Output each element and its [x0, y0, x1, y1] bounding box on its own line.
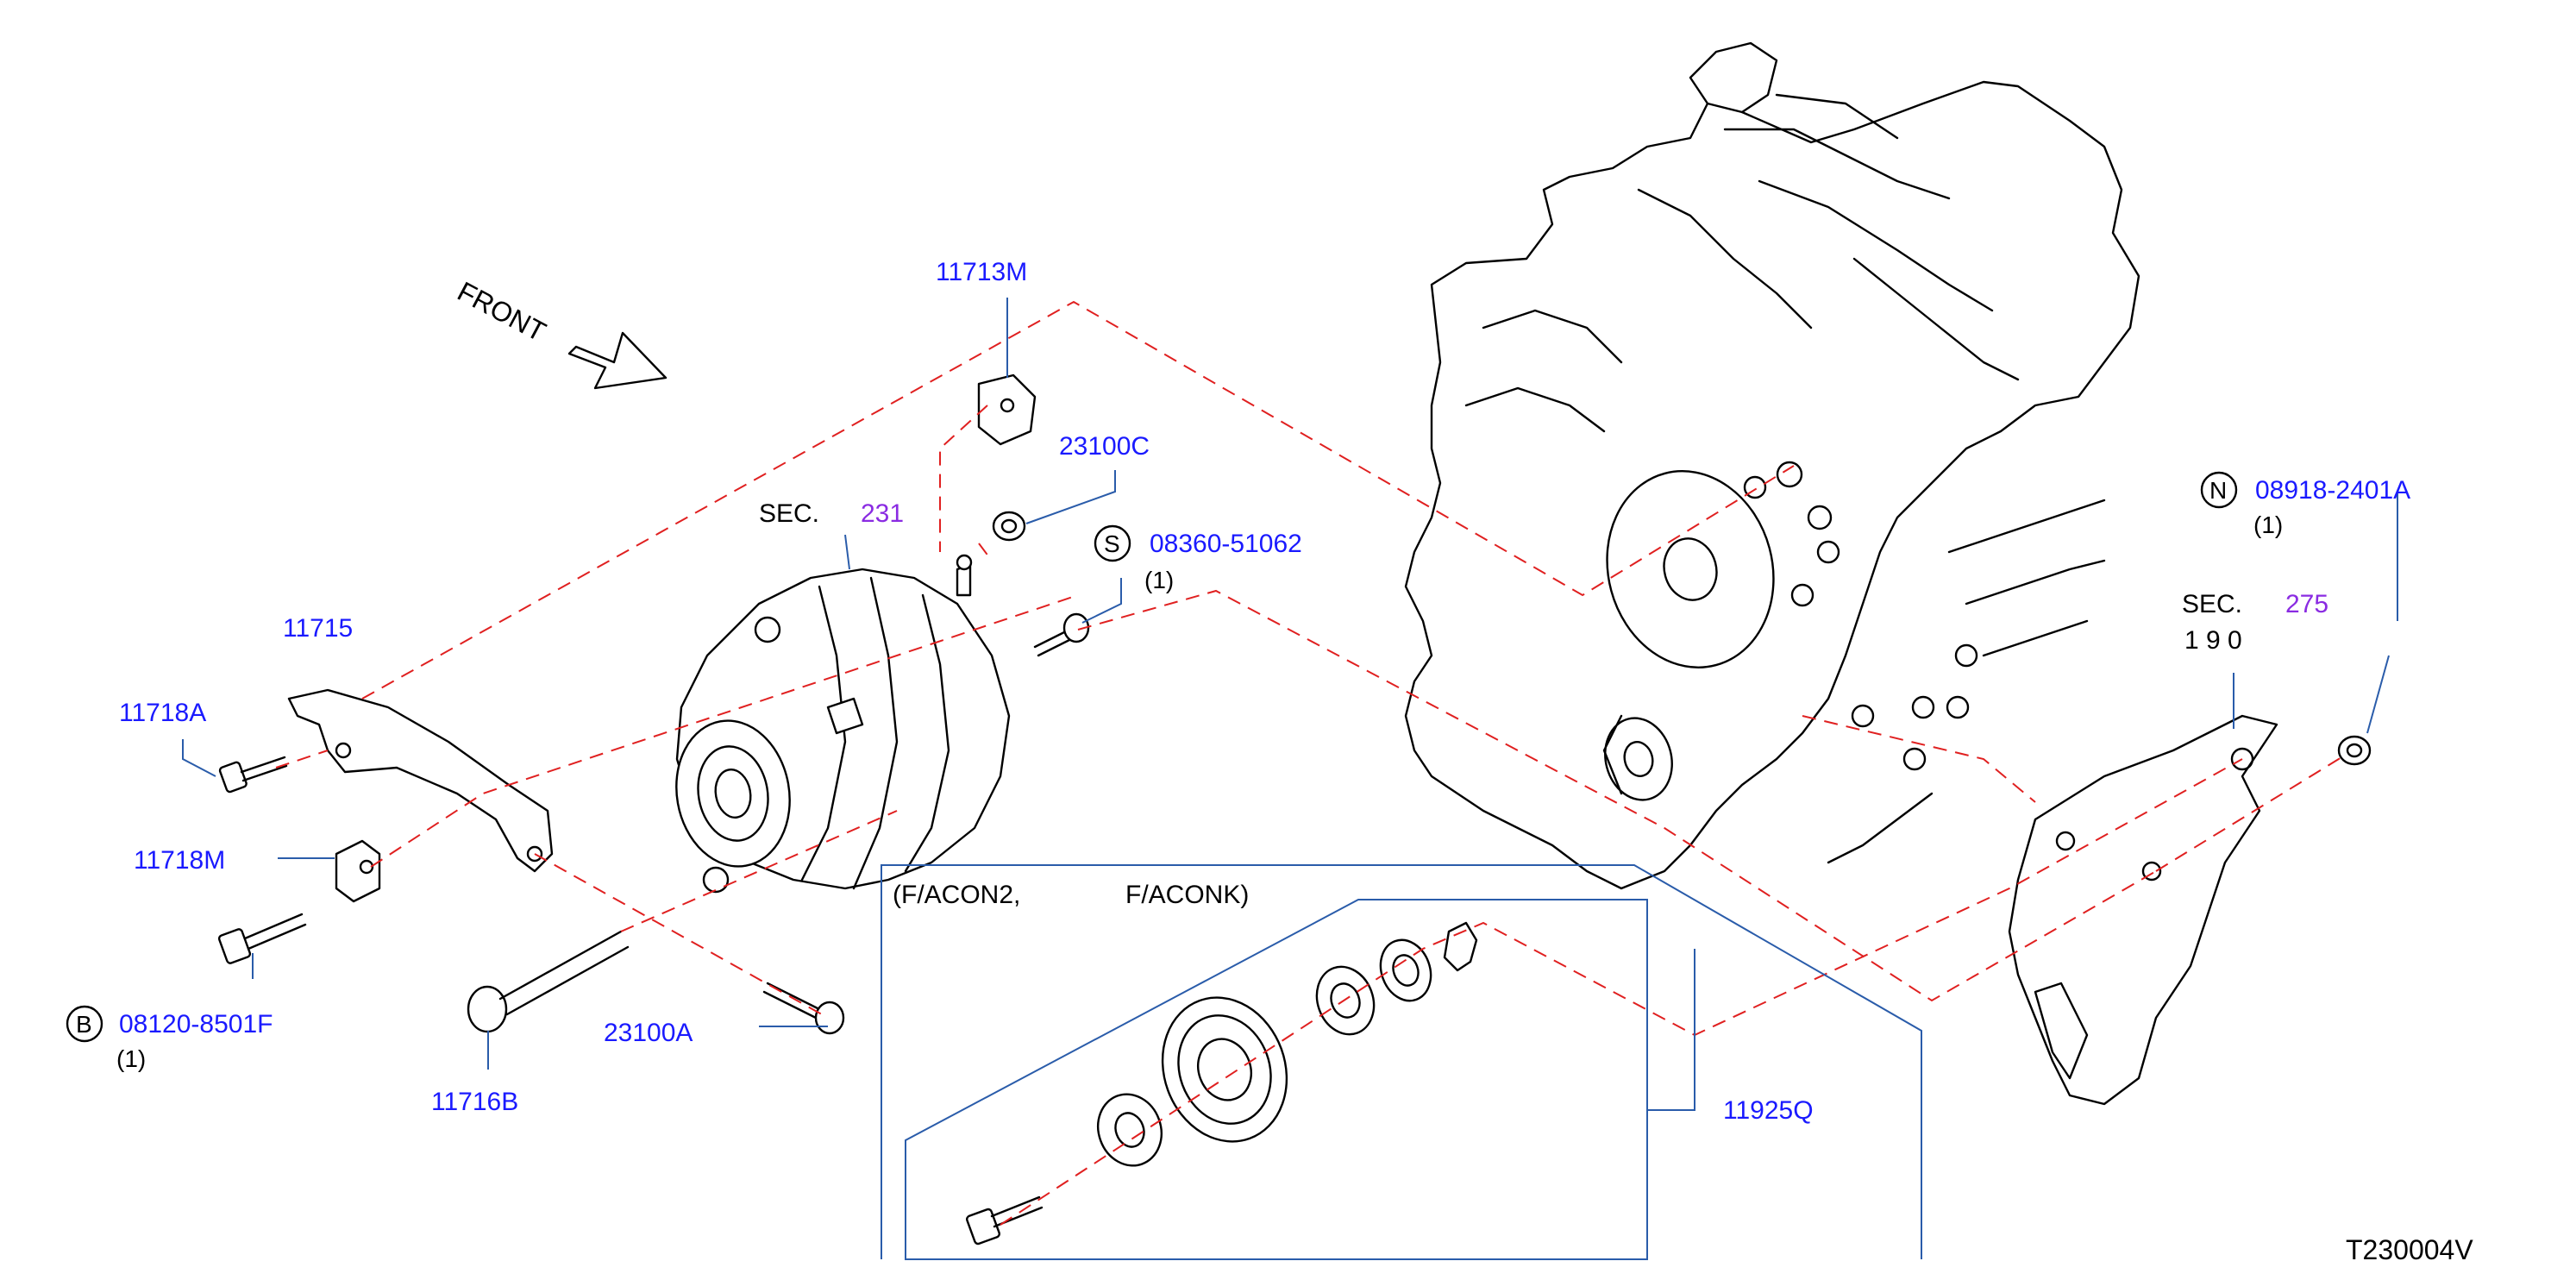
section-sub-text: 1 9 0: [2184, 626, 2242, 655]
part-label-08360-51062[interactable]: 08360-51062: [1150, 530, 1302, 558]
part-label-11715[interactable]: 11715: [283, 614, 353, 643]
bolt-letter-n: N: [2209, 477, 2227, 504]
front-label: FRONT: [453, 275, 551, 348]
leader-lines: [182, 298, 2398, 1111]
part-label-23100c[interactable]: 23100C: [1059, 432, 1150, 461]
bolt-letter-b: B: [76, 1011, 92, 1038]
bracket-hole: [2055, 831, 2076, 851]
engine-block-drawing: [1404, 41, 2140, 890]
variant-note-first: (F/ACON2,: [893, 881, 1020, 909]
section-link-275[interactable]: 275: [2285, 590, 2328, 618]
quantity-08918: (1): [2253, 511, 2283, 538]
part-label-11716b[interactable]: 11716B: [431, 1088, 518, 1116]
alternator-drawing: [675, 554, 1011, 894]
bolt-letter-circle-n: [2200, 471, 2238, 509]
spacer-11713m-drawing: [977, 373, 1037, 446]
bolt-letter-circle-b: [66, 1005, 103, 1043]
part-label-11713m[interactable]: 11713M: [936, 258, 1027, 286]
compressor-bracket-drawing: [2008, 714, 2278, 1106]
section-prefix: SEC.: [2182, 590, 2242, 618]
bolt-11718a-drawing: [218, 756, 288, 794]
assembly-lines: [275, 300, 2347, 1226]
bolt-letter-s: S: [1104, 530, 1120, 557]
front-arrow-icon: [567, 331, 668, 390]
section-prefix: SEC.: [759, 499, 819, 528]
section-link-231[interactable]: 231: [861, 499, 904, 528]
nut-08918-drawing: [2337, 735, 2372, 766]
diagram-reference: T230004V: [2346, 1234, 2473, 1265]
part-label-23100a[interactable]: 23100A: [604, 1019, 693, 1047]
adjusting-bar-drawing: [287, 688, 554, 873]
part-label-11718m[interactable]: 11718M: [134, 846, 225, 875]
idler-pulley-drawing: [966, 921, 1478, 1245]
stud-08360-drawing: [1033, 612, 1090, 657]
bolt-letter-circle-s: [1094, 524, 1131, 562]
part-label-08918-2401a[interactable]: 08918-2401A: [2255, 476, 2410, 505]
part-label-11925q[interactable]: 11925Q: [1723, 1096, 1814, 1125]
spacer-11718m-drawing: [335, 839, 381, 903]
bracket-hole: [335, 742, 352, 759]
part-label-11718a[interactable]: 11718A: [119, 699, 206, 727]
bracket-hole: [2141, 861, 2162, 882]
quantity-08360: (1): [1144, 567, 1174, 593]
nut-23100c-drawing: [992, 511, 1026, 542]
bracket-hole: [526, 845, 543, 863]
variant-outer-box: [881, 864, 1922, 1259]
bolt-08120-drawing: [217, 913, 307, 964]
quantity-08120: (1): [116, 1045, 146, 1072]
variant-note-second: F/ACONK): [1125, 881, 1249, 909]
bracket-hole: [2230, 747, 2254, 771]
variant-inner-box: [905, 899, 1648, 1260]
part-label-08120-8501f[interactable]: 08120-8501F: [119, 1010, 273, 1038]
bolt-11716b-drawing: [467, 930, 630, 1033]
